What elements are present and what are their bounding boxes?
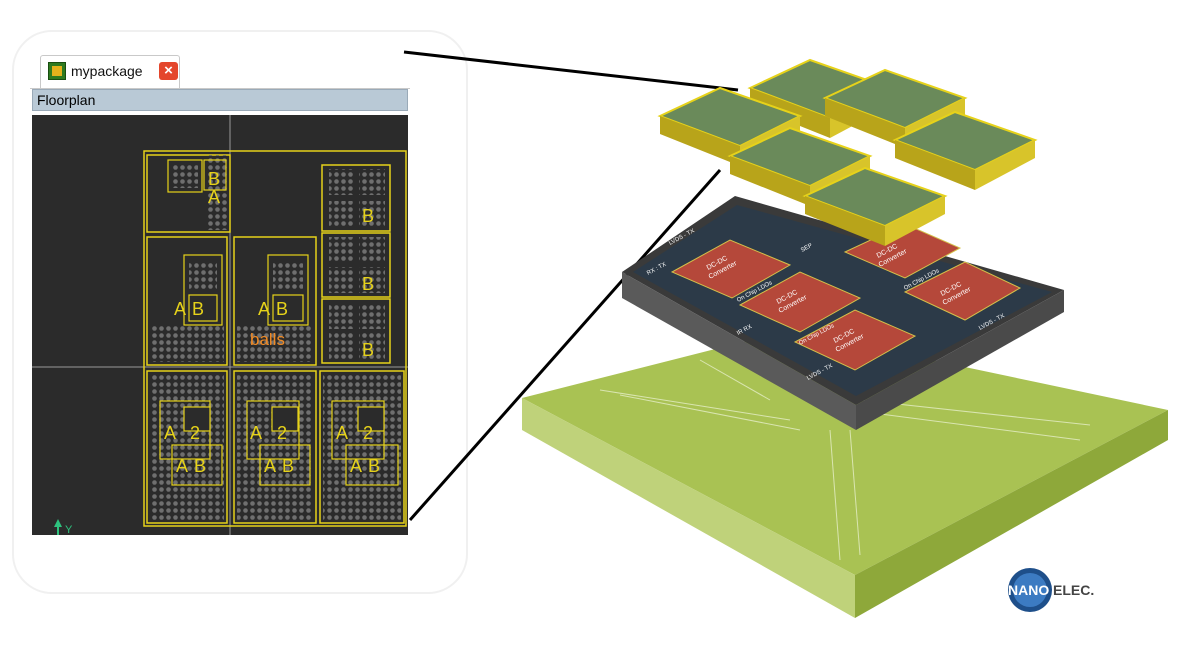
logo-text: NANO [1008, 582, 1049, 598]
tab-strip: mypackage × [30, 55, 410, 89]
floorplan-canvas-wrap[interactable]: B A B B B [32, 115, 408, 540]
floorplan-block-bottom-1[interactable]: A 2 A B [146, 370, 228, 524]
floorplan-title: Floorplan [37, 92, 96, 108]
package-outline [143, 150, 407, 527]
axis-indicator: Y [54, 519, 73, 536]
package-grid-icon [48, 62, 66, 80]
main-die: DC-DC Converter DC-DC Converter DC-DC Co… [622, 196, 1064, 430]
floorplan-block-mid-center[interactable]: A B balls [233, 236, 317, 366]
die-label: 2 [277, 423, 287, 443]
die-label: B [362, 340, 374, 360]
interposer-substrate [522, 330, 1168, 618]
tab-title: mypackage [71, 63, 143, 79]
logo-text: ELEC. [1053, 582, 1094, 598]
die-label: B [368, 456, 380, 476]
floorplan-canvas[interactable]: B A B B B [32, 115, 408, 536]
layout-tool-window: mypackage × Floorplan B [30, 55, 410, 537]
floorplan-block-mid-left[interactable]: A B [146, 236, 228, 366]
tab-mypackage[interactable]: mypackage × [40, 55, 180, 88]
nanoelec-logo: NANO ELEC. [1008, 568, 1094, 612]
die-label: B [194, 456, 206, 476]
die-label: B [362, 274, 374, 294]
callout-line-bottom [408, 169, 722, 521]
die-label: B [362, 206, 374, 226]
die-label: A [164, 423, 176, 443]
die-label: A [174, 299, 186, 319]
floorplan-b-stack[interactable]: B B B [321, 164, 391, 364]
die-label: A [336, 423, 348, 443]
floorplan-block-top-left[interactable]: B A [146, 154, 231, 233]
die-label: 2 [190, 423, 200, 443]
close-icon[interactable]: × [159, 62, 178, 80]
balls-label: balls [250, 330, 285, 349]
chiplet-stack [657, 58, 1038, 246]
die-label: A [264, 456, 276, 476]
callout-line-top [403, 50, 739, 92]
floorplan-block-bottom-2[interactable]: A 2 A B [233, 370, 317, 524]
die-label: B [208, 169, 220, 189]
die-label: A [208, 187, 220, 207]
die-label: 2 [363, 423, 373, 443]
die-label: A [350, 456, 362, 476]
floorplan-header: Floorplan [32, 89, 408, 111]
lvds-label: LVDS - RX [983, 241, 1011, 260]
chiplet [802, 166, 948, 246]
die-label: A [176, 456, 188, 476]
die-label: B [282, 456, 294, 476]
axis-label: Y [65, 524, 73, 535]
die-label: B [192, 299, 204, 319]
floorplan-block-bottom-3[interactable]: A 2 A B [319, 370, 405, 524]
die-label: A [258, 299, 270, 319]
die-label: B [276, 299, 288, 319]
sep-label: SEP [800, 243, 813, 254]
die-label: A [250, 423, 262, 443]
chiplet [892, 110, 1038, 190]
